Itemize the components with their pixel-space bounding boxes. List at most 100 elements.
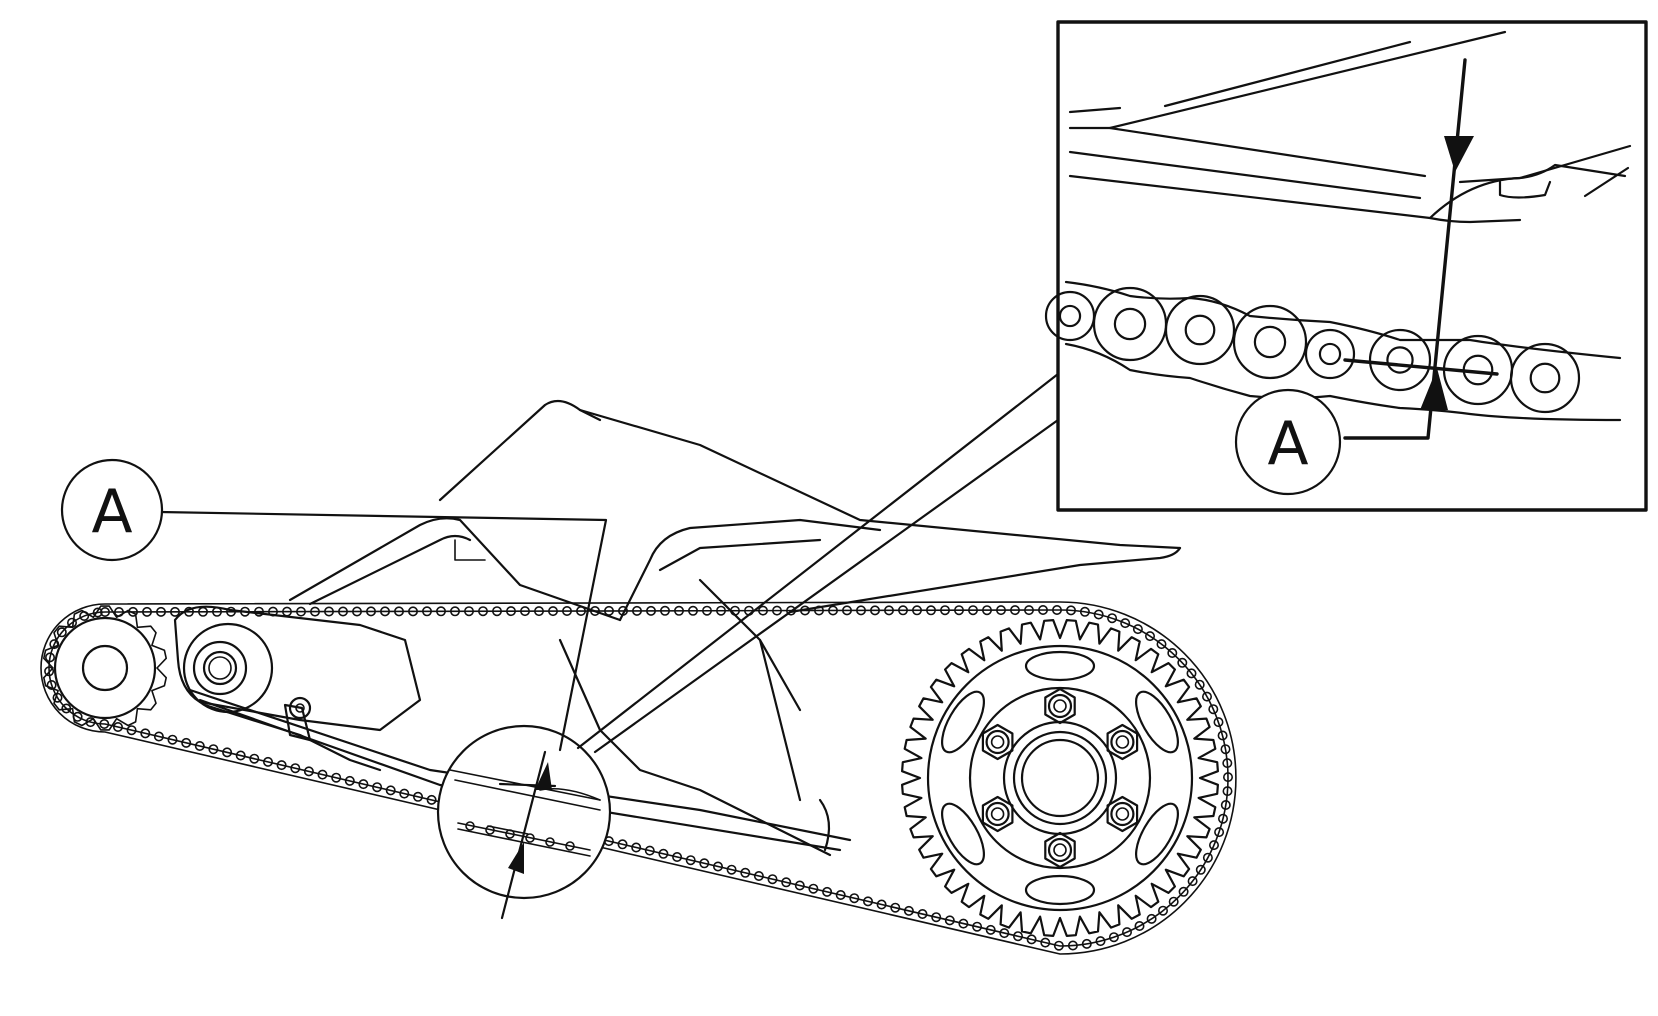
chain-link xyxy=(999,928,1010,939)
chain-link xyxy=(194,740,205,751)
hub-nut xyxy=(981,795,1014,833)
chain-link xyxy=(1093,609,1104,620)
chain-link xyxy=(813,605,824,616)
chain-link xyxy=(533,606,544,617)
chain-link xyxy=(575,605,586,616)
chain-link xyxy=(181,737,192,748)
chain-link xyxy=(1134,920,1145,931)
sprocket-window xyxy=(941,802,985,866)
chain-link xyxy=(958,918,969,929)
chain-link xyxy=(170,606,181,617)
chain-link xyxy=(92,607,103,618)
chain-link xyxy=(463,606,474,617)
chain-link xyxy=(100,606,111,617)
magnifier-circle xyxy=(436,724,612,920)
inset-leader-lines xyxy=(576,372,1060,754)
chain-link xyxy=(79,610,90,621)
chain-link xyxy=(1223,772,1234,783)
chain-link xyxy=(449,606,460,617)
chain-link xyxy=(281,606,292,617)
chain-link xyxy=(1186,668,1197,679)
chain-link xyxy=(757,605,768,616)
chain-link xyxy=(276,760,287,771)
chain-link xyxy=(421,606,432,617)
chain-link xyxy=(715,605,726,616)
chain-link xyxy=(1026,934,1037,945)
callout-inset-letter: A xyxy=(1267,409,1308,479)
chain-link xyxy=(897,605,908,616)
chain-link xyxy=(1177,657,1188,668)
chain-link xyxy=(771,605,782,616)
chain-link xyxy=(113,721,124,732)
rear-sprocket xyxy=(901,619,1219,937)
chain-link xyxy=(1195,864,1206,875)
chain-link xyxy=(687,605,698,616)
callout-main: A xyxy=(60,458,608,752)
chain-link xyxy=(1220,744,1231,755)
hub-nut xyxy=(981,723,1014,761)
chain-link xyxy=(917,908,928,919)
chain-link xyxy=(995,605,1006,616)
chain-link xyxy=(295,606,306,617)
chain-link xyxy=(72,711,83,722)
chain-link xyxy=(753,870,764,881)
chain-link xyxy=(1024,605,1035,616)
chain-link xyxy=(1132,624,1143,635)
chain-link xyxy=(1146,913,1157,924)
chain-link xyxy=(1079,606,1090,617)
chain-link xyxy=(1066,605,1077,616)
chain-link xyxy=(142,606,153,617)
inset-chain-link xyxy=(1368,328,1432,392)
inset-chain-link xyxy=(1304,328,1356,380)
chain-link xyxy=(822,886,833,897)
inset-arrow-down xyxy=(1444,136,1474,172)
swingarm xyxy=(173,399,1182,857)
chain-link xyxy=(1122,927,1133,938)
chain-link xyxy=(52,692,63,703)
chain-link xyxy=(226,606,237,617)
chain-link xyxy=(1168,896,1179,907)
chain-link xyxy=(184,606,195,617)
chain-link xyxy=(435,606,446,617)
chain-link xyxy=(699,858,710,869)
chain-link xyxy=(981,605,992,616)
chain-link xyxy=(972,921,983,932)
chain-link xyxy=(631,842,642,853)
hub-nut xyxy=(1044,687,1076,725)
inset-chain-link xyxy=(1164,294,1236,366)
chain-link xyxy=(44,652,55,663)
chain-link xyxy=(385,785,396,796)
chain-link xyxy=(1202,691,1213,702)
sprocket-window xyxy=(1024,874,1096,906)
chain-link xyxy=(128,606,139,617)
chain-link xyxy=(617,839,628,850)
chain-link xyxy=(1012,931,1023,942)
chain-link xyxy=(153,731,164,742)
chain-link xyxy=(309,606,320,617)
inset-chain xyxy=(1044,280,1622,422)
chain-link xyxy=(426,794,437,805)
chain-link xyxy=(547,606,558,617)
chain-link xyxy=(849,893,860,904)
chain-link xyxy=(56,627,67,638)
chain-link xyxy=(49,639,60,650)
chain-link xyxy=(114,606,125,617)
chain-link xyxy=(477,606,488,617)
chain-link xyxy=(726,864,737,875)
chain-link xyxy=(890,902,901,913)
chain-link xyxy=(925,605,936,616)
chain-link xyxy=(208,744,219,755)
chain-link xyxy=(561,605,572,616)
chain-link xyxy=(672,851,683,862)
chain-link xyxy=(876,899,887,910)
chain-link xyxy=(323,606,334,617)
chain-link xyxy=(1194,679,1205,690)
chain-link xyxy=(399,788,410,799)
chain-link xyxy=(883,605,894,616)
chain-link xyxy=(358,779,369,790)
chain-link xyxy=(290,763,301,774)
chain-link xyxy=(317,769,328,780)
chain-link xyxy=(254,606,265,617)
swingarm-pivot xyxy=(182,622,274,714)
